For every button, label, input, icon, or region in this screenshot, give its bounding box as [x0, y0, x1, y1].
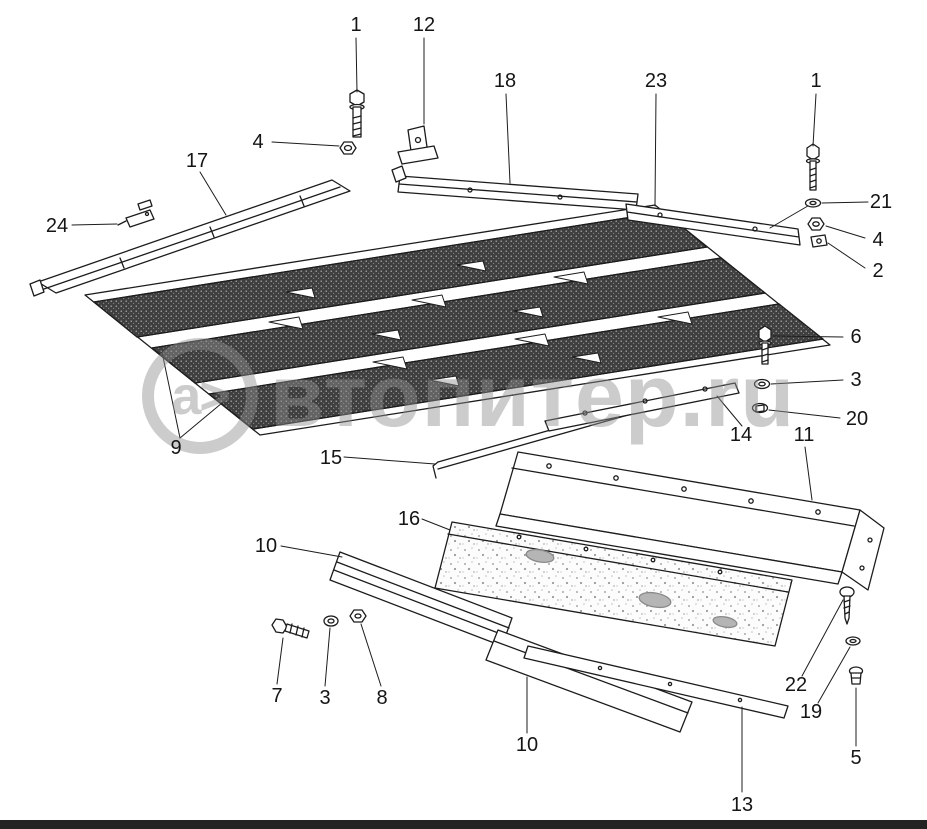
part-16-panel: [434, 521, 793, 647]
callout-6: 6: [850, 326, 862, 348]
callout-10-left: 10: [254, 535, 278, 557]
part-14-strip: [544, 382, 740, 432]
callout-12: 12: [412, 14, 436, 36]
part-23-bar: [625, 202, 814, 246]
part-11-panel: [495, 451, 885, 591]
part-6-bolt: [758, 325, 772, 365]
callout-20: 20: [845, 408, 869, 430]
part-8-nut: [349, 609, 367, 623]
part-9-floor-mats: [93, 211, 824, 430]
callout-3-right: 3: [850, 369, 862, 391]
part-4-nut-right: [807, 217, 825, 231]
callout-4-right: 4: [872, 229, 884, 251]
callout-21: 21: [869, 191, 893, 213]
part-5-fastener: [848, 666, 864, 685]
leader-lines: [71, 37, 869, 793]
callout-1-right: 1: [810, 70, 822, 92]
part-21-washer: [804, 198, 822, 208]
part-20-washer: [751, 402, 769, 414]
part-22-screw: [839, 586, 855, 625]
part-17-rail: [29, 179, 351, 297]
callout-7: 7: [271, 685, 283, 707]
part-13-strip: [523, 645, 789, 719]
part-24-clip: [117, 199, 155, 228]
callout-23: 23: [644, 70, 668, 92]
callout-15: 15: [319, 447, 343, 469]
callout-16: 16: [397, 508, 421, 530]
part-2-nut: [810, 234, 828, 248]
part-19-washer: [845, 636, 861, 646]
callout-19: 19: [799, 701, 823, 723]
callout-4-top: 4: [252, 131, 264, 153]
callout-11: 11: [793, 424, 815, 446]
callout-22: 22: [784, 674, 808, 696]
part-4-nut-top: [339, 141, 357, 155]
callout-18: 18: [493, 70, 517, 92]
part-7-bolt: [271, 618, 310, 639]
part-3-washer-right: [753, 378, 771, 390]
callout-14: 14: [729, 424, 753, 446]
callout-3-bottom: 3: [319, 687, 331, 709]
part-12-bracket: [397, 125, 439, 165]
part-3-washer-bottom: [323, 615, 339, 627]
part-1-bolt-right: [805, 143, 821, 191]
callout-9: 9: [170, 437, 182, 459]
callout-5: 5: [850, 747, 862, 769]
callout-10-bottom: 10: [515, 734, 539, 756]
bottom-bar: [0, 820, 927, 829]
part-18-crossmember: [391, 165, 639, 211]
callout-24: 24: [45, 215, 69, 237]
callout-8: 8: [376, 687, 388, 709]
part-1-bolt-top: [349, 89, 365, 138]
callout-1-top: 1: [350, 14, 362, 36]
callout-13: 13: [730, 794, 754, 816]
floor-cleats: [268, 260, 693, 387]
callout-2: 2: [872, 260, 884, 282]
callout-17: 17: [185, 150, 209, 172]
